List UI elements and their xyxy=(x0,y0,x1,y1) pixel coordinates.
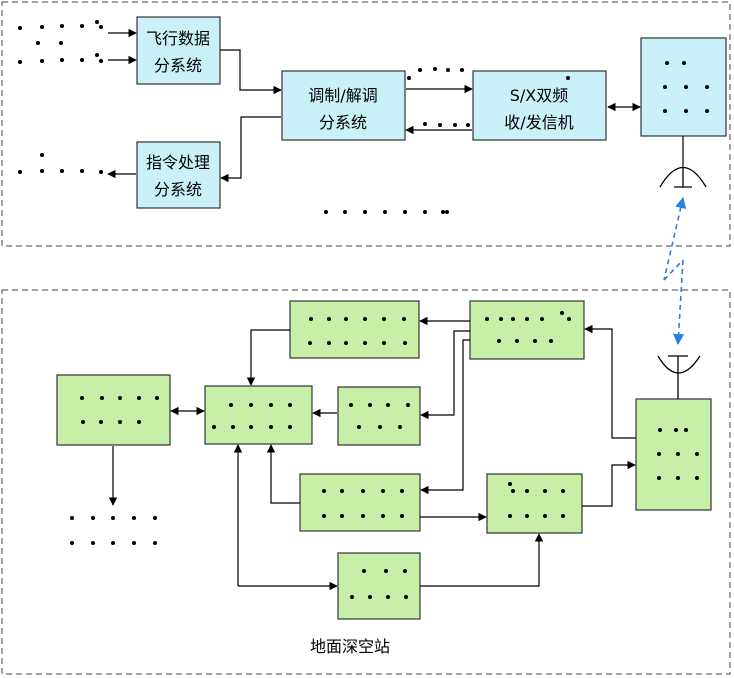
ground-box-top-right xyxy=(469,300,585,360)
modem-subsystem-box: 调制/解调 分系统 xyxy=(281,70,406,141)
ground-connectors xyxy=(108,316,636,591)
command-label-line2: 分系统 xyxy=(154,180,202,199)
modem-label-line1: 调制/解调 xyxy=(308,86,377,105)
onboard-dish-antenna-icon xyxy=(659,167,707,188)
ground-antenna-unit-box xyxy=(635,398,712,511)
ground-placeholder-dots xyxy=(70,311,699,599)
ground-box-lower-middle xyxy=(299,473,421,532)
modem-label-line2: 分系统 xyxy=(319,113,367,132)
ground-box-central xyxy=(204,385,313,445)
transceiver-label-line2: 收/发信机 xyxy=(504,113,573,132)
ground-box-top-left xyxy=(289,300,420,359)
ground-box-bottom xyxy=(337,552,421,620)
onboard-antenna-unit-box xyxy=(640,37,727,137)
onboard-connectors xyxy=(107,28,684,183)
flight-data-label-line1: 飞行数据 xyxy=(146,29,210,48)
rf-link-icon xyxy=(663,196,687,346)
flight-data-subsystem-box: 飞行数据 分系统 xyxy=(136,16,221,85)
ground-box-left xyxy=(56,374,171,446)
ground-dish-antenna-icon xyxy=(657,355,701,399)
flight-data-label-line2: 分系统 xyxy=(154,56,202,75)
transceiver-label-line1: S/X双频 xyxy=(510,86,569,105)
transceiver-box: S/X双频 收/发信机 xyxy=(472,70,607,141)
command-label-line1: 指令处理 xyxy=(146,153,210,172)
onboard-placeholder-dots xyxy=(18,20,709,214)
ground-box-middle xyxy=(337,386,421,446)
ground-section-frame xyxy=(1,289,731,675)
command-processing-subsystem-box: 指令处理 分系统 xyxy=(136,141,221,209)
ground-station-label: 地面深空站 xyxy=(310,637,390,656)
ground-box-lower-right xyxy=(486,473,583,534)
onboard-section-frame xyxy=(1,1,731,247)
